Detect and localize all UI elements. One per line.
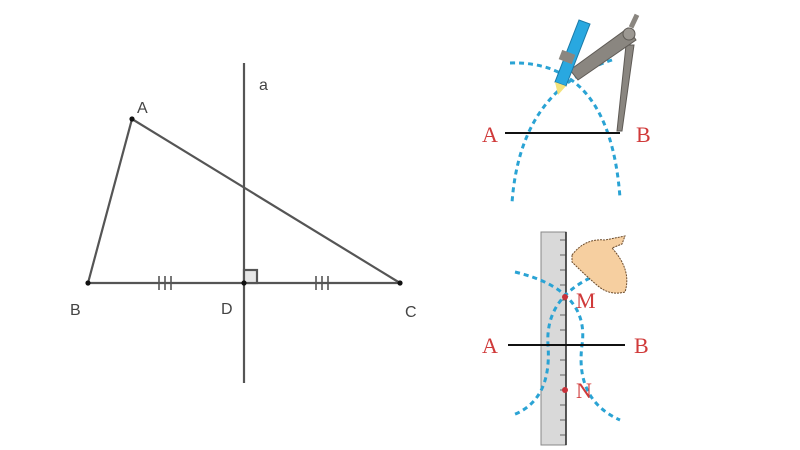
- label-b-top: B: [636, 122, 651, 147]
- label-a: A: [137, 100, 148, 117]
- compass-icon: [569, 13, 640, 132]
- ruler-icon: [540, 231, 567, 446]
- label-a-bottom: A: [482, 333, 498, 358]
- compass-construction: [505, 13, 640, 204]
- vertex-points: [85, 116, 403, 286]
- label-d: D: [221, 301, 233, 318]
- hand-icon: [571, 235, 628, 294]
- label-line-a: a: [259, 77, 268, 94]
- right-angle-marker: [242, 268, 259, 285]
- ruler-construction: [508, 231, 628, 446]
- tick-marks-dc: [315, 276, 329, 290]
- label-b-bottom: B: [634, 333, 649, 358]
- side-ac: [131, 118, 401, 284]
- tick-marks-bd: [158, 276, 172, 290]
- label-c: C: [405, 304, 417, 321]
- point-m: [562, 294, 568, 300]
- label-a-top: A: [482, 122, 498, 147]
- pencil-icon: [554, 19, 591, 95]
- triangle-figure: [86, 63, 401, 383]
- label-m: M: [576, 288, 596, 313]
- label-b: B: [70, 302, 81, 319]
- label-n: N: [576, 378, 592, 403]
- side-ab: [86, 118, 134, 284]
- point-n: [562, 387, 568, 393]
